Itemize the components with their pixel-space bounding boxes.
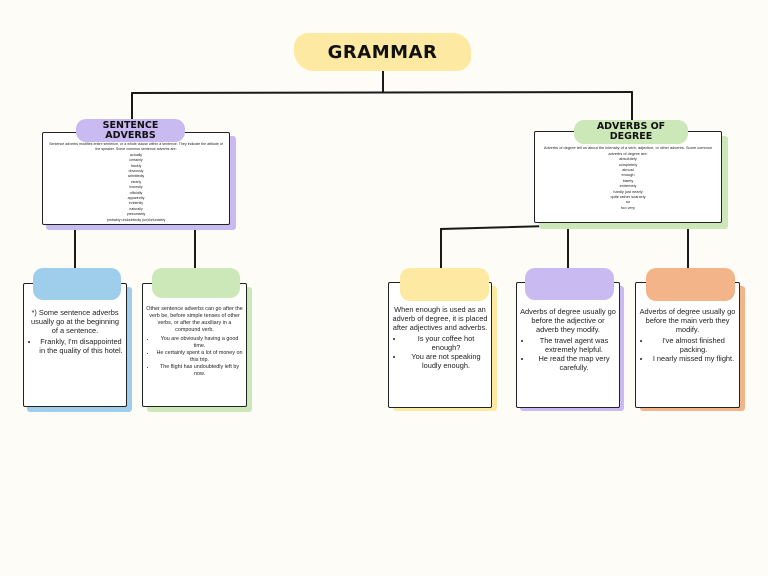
leaf-blue-card: *) Some sentence adverbs usually go at t…: [23, 283, 127, 407]
degree-adverb-item: quite rather scarcely: [610, 194, 646, 200]
sentence-adverb-item: probably undoubtedly (un)fortunately: [106, 217, 166, 222]
leaf-yellow-bullet: Is your coffee hot enough?: [404, 334, 488, 352]
leaf-blue-content: *) Some sentence adverbs usually go at t…: [24, 284, 126, 355]
leaf-yellow-content: When enough is used as an adverb of degr…: [389, 283, 491, 370]
sentence-adverb-item: naturally: [129, 206, 143, 211]
degree-adverb-item: hardly just nearly: [613, 188, 643, 194]
adverbs-of-degree-card: Adverbs of degree tell us about the inte…: [534, 131, 722, 223]
leaf-green-bullet: He certainly spent a lot of money on thi…: [156, 350, 243, 364]
adverbs-of-degree-list: absolutely completely almost enough bare…: [539, 156, 717, 210]
sentence-adverbs-intro: Sentence adverbs modifies entire sentenc…: [49, 142, 223, 152]
sentence-adverb-item: apparently: [127, 196, 145, 201]
leaf-orange-bullets: I've almost finished packing. I nearly m…: [639, 336, 736, 363]
sentence-adverb-item: honestly: [129, 185, 143, 190]
leaf-purple-tab: [525, 268, 614, 300]
leaf-yellow-bullets: Is your coffee hot enough? You are not s…: [392, 334, 488, 370]
degree-adverb-item: too very: [621, 204, 635, 210]
leaf-green-card: Other sentence adverbs can go after the …: [142, 283, 247, 407]
sentence-adverbs-card: Sentence adverbs modifies entire sentenc…: [42, 132, 230, 225]
leaf-purple-card: Adverbs of degree usually go before the …: [516, 282, 620, 408]
degree-adverb-item: extremely: [619, 183, 637, 189]
leaf-blue-text: *) Some sentence adverbs usually go at t…: [31, 308, 119, 335]
degree-adverb-item: almost: [622, 167, 634, 172]
leaf-blue-bullet: Frankly, I'm disappointed in the quality…: [39, 337, 123, 355]
sentence-adverb-item: officially: [129, 190, 143, 195]
leaf-purple-bullets: The travel agent was extremely helpful. …: [520, 336, 616, 372]
leaf-orange-tab: [646, 268, 735, 301]
leaf-green-bullet: You are obviously having a good time.: [156, 336, 243, 350]
leaf-orange-text: Adverbs of degree usually go before the …: [639, 307, 736, 334]
degree-adverb-item: barely: [622, 177, 634, 183]
sentence-adverb-item: certainly: [129, 158, 143, 163]
sentence-adverb-item: admittedly: [127, 174, 145, 179]
degree-adverb-item: so: [625, 199, 631, 205]
leaf-green-text: Other sentence adverbs can go after the …: [146, 306, 243, 333]
sentence-adverbs-heading: SENTENCE ADVERBS: [76, 119, 185, 142]
degree-adverb-item: completely: [618, 161, 638, 167]
leaf-purple-bullet: The travel agent was extremely helpful.: [532, 336, 616, 354]
leaf-blue-tab: [33, 268, 121, 300]
leaf-purple-bullet: He read the map very carefully.: [532, 354, 616, 372]
leaf-orange-bullet: I nearly missed my flight.: [651, 354, 736, 363]
adverbs-of-degree-content: Adverbs of degree tell us about the inte…: [535, 132, 721, 210]
sentence-adverb-item: evidently: [128, 201, 144, 206]
connector-right-split: [440, 224, 586, 269]
sentence-adverb-item: obviously: [128, 169, 144, 174]
leaf-yellow-bullet: You are not speaking loudly enough.: [404, 352, 488, 370]
sentence-adverbs-list: actually certainly frankly obviously adm…: [47, 153, 225, 223]
degree-adverb-item: absolutely: [619, 156, 637, 162]
title-pill: GRAMMAR: [294, 33, 471, 71]
adverbs-of-degree-intro: Adverbs of degree tell us about the inte…: [543, 145, 713, 156]
degree-adverb-item: enough: [621, 172, 635, 178]
leaf-green-bullet: The flight has undoubtedly left by now.: [156, 364, 243, 378]
leaf-green-content: Other sentence adverbs can go after the …: [143, 284, 246, 378]
leaf-orange-card: Adverbs of degree usually go before the …: [635, 282, 740, 408]
leaf-yellow-card: When enough is used as an adverb of degr…: [388, 282, 492, 408]
leaf-orange-content: Adverbs of degree usually go before the …: [636, 283, 739, 363]
sentence-adverbs-content: Sentence adverbs modifies entire sentenc…: [43, 133, 229, 223]
sentence-adverb-item: clearly: [130, 179, 142, 184]
sentence-adverb-item: frankly: [130, 163, 142, 168]
connector-top-horizontal: [131, 91, 633, 94]
leaf-purple-text: Adverbs of degree usually go before the …: [520, 307, 616, 334]
leaf-orange-bullet: I've almost finished packing.: [651, 336, 736, 354]
leaf-green-bullets: You are obviously having a good time. He…: [146, 336, 243, 378]
leaf-blue-bullets: Frankly, I'm disappointed in the quality…: [27, 337, 123, 355]
sentence-adverb-item: actually: [129, 152, 143, 157]
leaf-yellow-text: When enough is used as an adverb of degr…: [392, 305, 488, 332]
adverbs-of-degree-heading: ADVERBS OF DEGREE: [574, 120, 688, 144]
leaf-yellow-tab: [400, 268, 489, 301]
leaf-purple-content: Adverbs of degree usually go before the …: [517, 283, 619, 372]
sentence-adverb-item: presumably: [126, 212, 146, 217]
leaf-green-tab: [152, 268, 240, 298]
